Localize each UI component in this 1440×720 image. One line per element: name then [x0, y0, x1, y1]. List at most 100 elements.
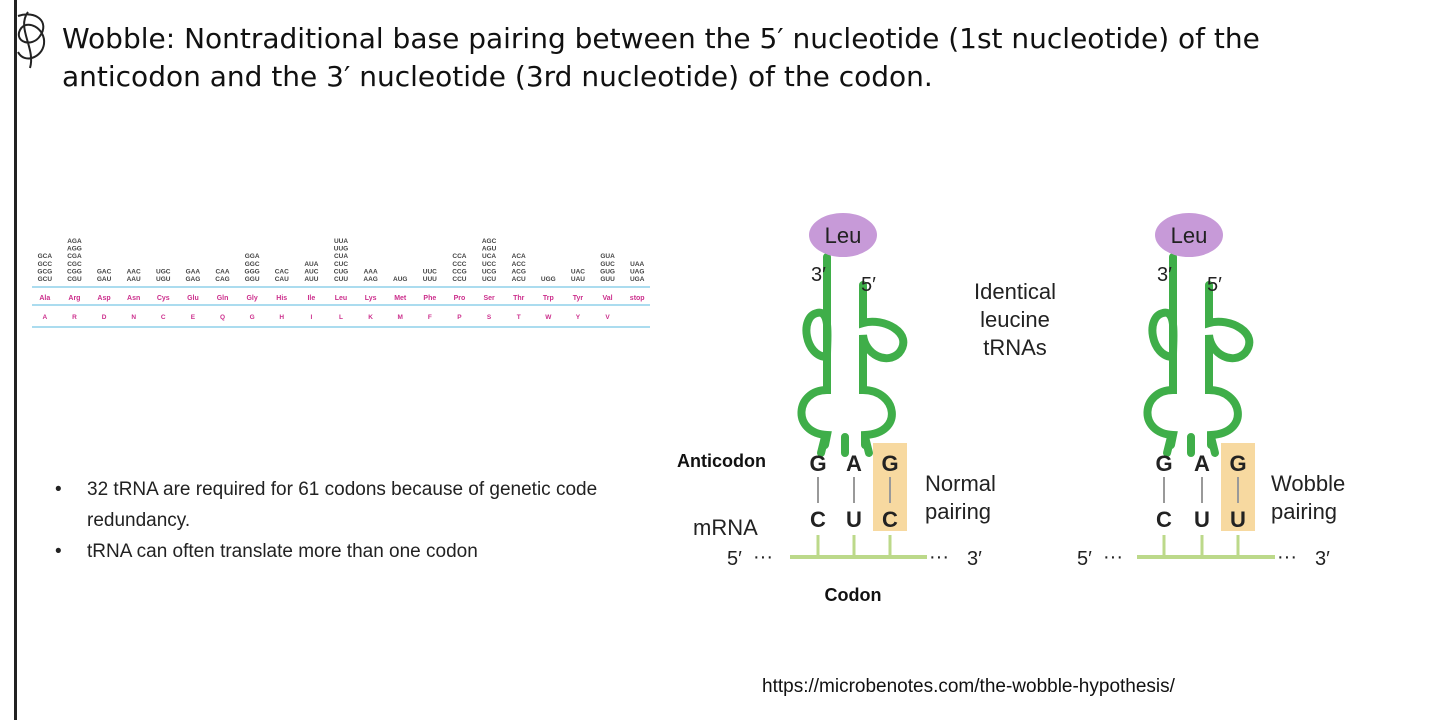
anticodon-label: Anticodon	[677, 451, 766, 471]
codon-cell: CCG	[452, 268, 466, 275]
source-link[interactable]: https://microbenotes.com/the-wobble-hypo…	[762, 676, 1175, 697]
amino-acid-cell: Pro	[454, 295, 466, 302]
identical-label-line: tRNAs	[983, 335, 1047, 360]
anticodon-base: G	[1155, 451, 1172, 476]
codon-cell: CAU	[275, 276, 289, 283]
amino-acid-cell: Ser	[483, 295, 495, 302]
codon-cell: AAU	[127, 276, 141, 283]
codon-cell: AUA	[304, 261, 318, 268]
codon-cell: AAC	[127, 268, 141, 275]
mrna-5-end-label: 5′	[1077, 548, 1092, 570]
amino-acid-cell: Ile	[307, 295, 315, 302]
codon-cell: UUA	[334, 238, 348, 245]
amino-acid-cell: Asn	[127, 295, 140, 302]
codon-cell: UUC	[423, 268, 437, 275]
codon-cell: GGA	[245, 253, 260, 260]
amino-acid-cell: Gly	[246, 295, 257, 302]
trna-left: Leu 3′ 5′	[797, 213, 908, 457]
identical-label-line: Identical	[974, 279, 1056, 304]
codon-cell: CUA	[334, 253, 348, 260]
codon-cell: GGG	[245, 268, 260, 275]
amino-acid-letter-cell: D	[102, 314, 107, 321]
amino-acid-letter-cell: E	[191, 314, 196, 321]
codon-cell: GAG	[185, 276, 200, 283]
amino-acid-letter-cell: I	[310, 314, 312, 321]
codon-cell: AGU	[482, 246, 497, 253]
codon-cell: CGC	[67, 261, 82, 268]
svg-text:···: ···	[753, 546, 773, 568]
svg-text:···: ···	[1277, 546, 1297, 568]
amino-acid-cell: Phe	[423, 295, 436, 302]
mrna-label: mRNA	[693, 515, 758, 540]
codon-cell: CAG	[215, 276, 229, 283]
amino-acid-letter-cell: K	[368, 314, 373, 321]
codon-cell: UAA	[630, 261, 644, 268]
codon-cell: GAU	[97, 276, 112, 283]
codon-cell: UAC	[571, 268, 585, 275]
amino-acid-cell: Val	[603, 295, 613, 302]
anticodon-base: A	[1194, 451, 1210, 476]
slide-title: Wobble: Nontraditional base pairing betw…	[62, 22, 1260, 93]
leucine-bubble	[1155, 213, 1223, 257]
amino-acid-cell: His	[276, 295, 287, 302]
amino-acid-letter-cell: C	[161, 314, 166, 321]
codon-base: C	[882, 507, 898, 532]
amino-acid-cell: Trp	[543, 295, 554, 302]
codon-cell: UCC	[482, 261, 496, 268]
amino-acid-letter-cell: V	[605, 314, 610, 321]
amino-acid-cell: Leu	[335, 295, 347, 302]
trna-5-end-label: 5′	[1207, 274, 1222, 296]
codon-cell: AUC	[304, 268, 318, 275]
svg-text:···: ···	[929, 546, 949, 568]
codon-cell: GUU	[600, 276, 615, 283]
amino-acid-letter-cell: A	[42, 314, 47, 321]
amino-acid-letter-cell: N	[131, 314, 136, 321]
mrna-5-end-label: 5′	[727, 548, 742, 570]
codon-cell: AUU	[304, 276, 318, 283]
codon-cell: UCA	[482, 253, 496, 260]
pairing-label-line: pairing	[1271, 499, 1337, 524]
codon-cell: CGA	[67, 253, 82, 260]
codon-cell: AUG	[393, 276, 407, 283]
amino-acid-cell: Gln	[217, 295, 229, 302]
codon-cell: CGG	[67, 268, 82, 275]
codon-cell: CAC	[275, 268, 289, 275]
codon-cell: GCU	[38, 276, 53, 283]
codon-base: C	[1156, 507, 1172, 532]
trna-3-end-label: 3′	[1157, 264, 1172, 286]
amino-acid-letter-cell: Y	[576, 314, 581, 321]
codon-cell: UCG	[482, 268, 496, 275]
codon-cell: CCA	[452, 253, 466, 260]
codon-cell: CUC	[334, 261, 348, 268]
trna-right: Leu 3′ 5′	[1143, 213, 1254, 457]
codon-cell: UAU	[571, 276, 585, 283]
codon-cell: CCU	[452, 276, 466, 283]
pairing-label-line: pairing	[925, 499, 991, 524]
svg-text:···: ···	[1103, 546, 1123, 568]
leucine-bubble	[809, 213, 877, 257]
codon-cell: GUA	[600, 253, 615, 260]
left-border-line	[14, 0, 17, 720]
codon-cell: UGA	[630, 276, 645, 283]
bullet-list: 32 tRNA are required for 61 codons becau…	[55, 474, 615, 567]
bullet-item: tRNA can often translate more than one c…	[55, 536, 615, 567]
codon-cell: UGC	[156, 268, 171, 275]
codon-cell: ACU	[512, 276, 526, 283]
amino-acid-cell: Met	[394, 295, 407, 302]
codon-label: Codon	[825, 585, 882, 605]
codon-cell: ACC	[512, 261, 526, 268]
amino-acid-letter-cell: W	[545, 314, 552, 321]
amino-acid-label: Leu	[1171, 223, 1208, 248]
left-base-pairing: Anticodon G A G C U C mRNA Normal pairin…	[677, 443, 996, 605]
codon-cell: GCG	[37, 268, 52, 275]
amino-acid-cell: Asp	[97, 295, 110, 302]
codon-cell: ACA	[512, 253, 526, 260]
anticodon-base: G	[881, 451, 898, 476]
wobble-pairing-diagram: Leu 3′ 5′ Leu 3′ 5′ Identical leucine tR…	[677, 213, 1345, 605]
codon-cell: GAC	[97, 268, 112, 275]
right-base-pairing: G A G C U U Wobble pairing 5′ ··· ··· 3′	[1077, 443, 1345, 570]
anticodon-base: G	[809, 451, 826, 476]
amino-acid-cell: stop	[630, 295, 645, 302]
codon-cell: ACG	[511, 268, 525, 275]
bullet-item: 32 tRNA are required for 61 codons becau…	[55, 474, 615, 536]
